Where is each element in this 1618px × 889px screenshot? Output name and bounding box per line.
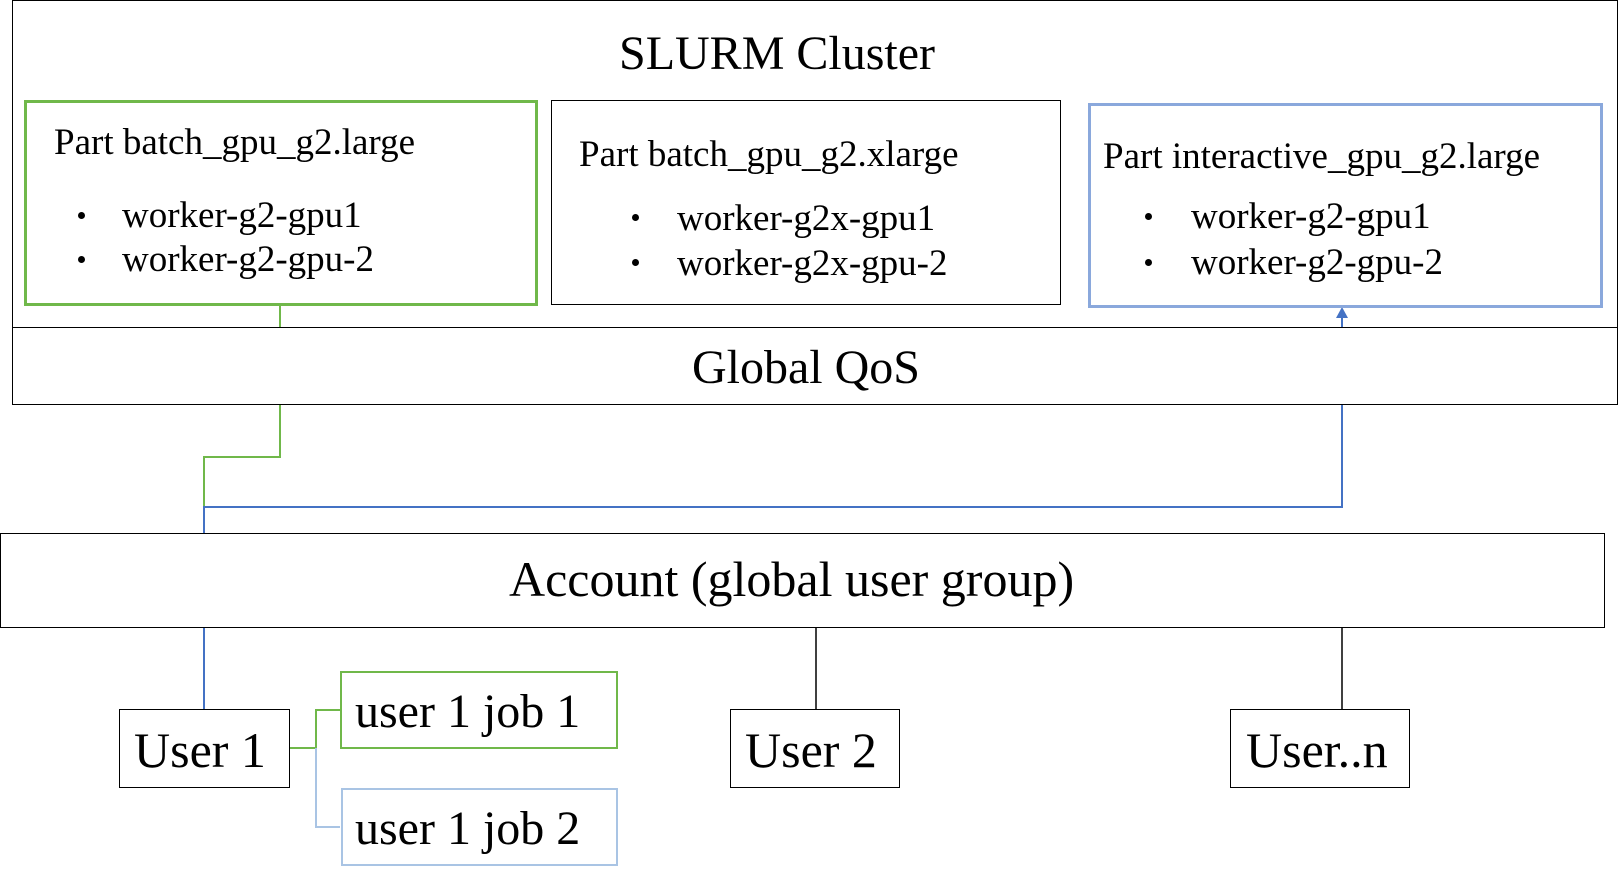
node-label: worker-g2x-gpu-2	[677, 243, 948, 284]
job-label: user 1 job 1	[355, 685, 581, 738]
node-label: worker-g2-gpu-2	[122, 239, 375, 280]
partition-box-interactive-large	[1088, 103, 1603, 308]
node-label: worker-g2-gpu-2	[1191, 242, 1444, 283]
user-label: User 1	[134, 722, 266, 778]
user-box-1	[119, 709, 290, 788]
bullet-icon	[1145, 259, 1152, 266]
account-box	[0, 533, 1605, 628]
user1-to-job2-line	[315, 748, 340, 828]
global-qos-box	[12, 327, 1618, 405]
partition-box-batch-large	[24, 100, 538, 306]
partition-box-batch-xlarge	[551, 100, 1061, 305]
user1-to-job1-line	[315, 709, 340, 748]
node-label: worker-g2-gpu1	[122, 195, 362, 236]
user-box-2	[730, 709, 900, 788]
bullet-icon	[78, 212, 85, 219]
account-label: Account (global user group)	[509, 551, 1075, 607]
bullet-icon	[1145, 213, 1152, 220]
job-box-1	[340, 671, 618, 749]
partition-title: Part batch_gpu_g2.large	[54, 122, 416, 163]
cluster-title: SLURM Cluster	[619, 27, 936, 80]
user-label: User..n	[1246, 722, 1388, 778]
partition-title: Part interactive_gpu_g2.large	[1103, 136, 1541, 177]
partition-title: Part batch_gpu_g2.xlarge	[579, 134, 959, 175]
bullet-icon	[632, 259, 639, 266]
node-label: worker-g2-gpu1	[1191, 196, 1431, 237]
job-box-2	[341, 788, 618, 866]
node-label: worker-g2x-gpu1	[677, 198, 936, 239]
user-label: User 2	[745, 722, 877, 778]
user-box-n	[1230, 709, 1410, 788]
job-label: user 1 job 2	[355, 802, 581, 855]
global-qos-label: Global QoS	[692, 341, 920, 394]
bullet-icon	[78, 256, 85, 263]
bullet-icon	[632, 214, 639, 221]
